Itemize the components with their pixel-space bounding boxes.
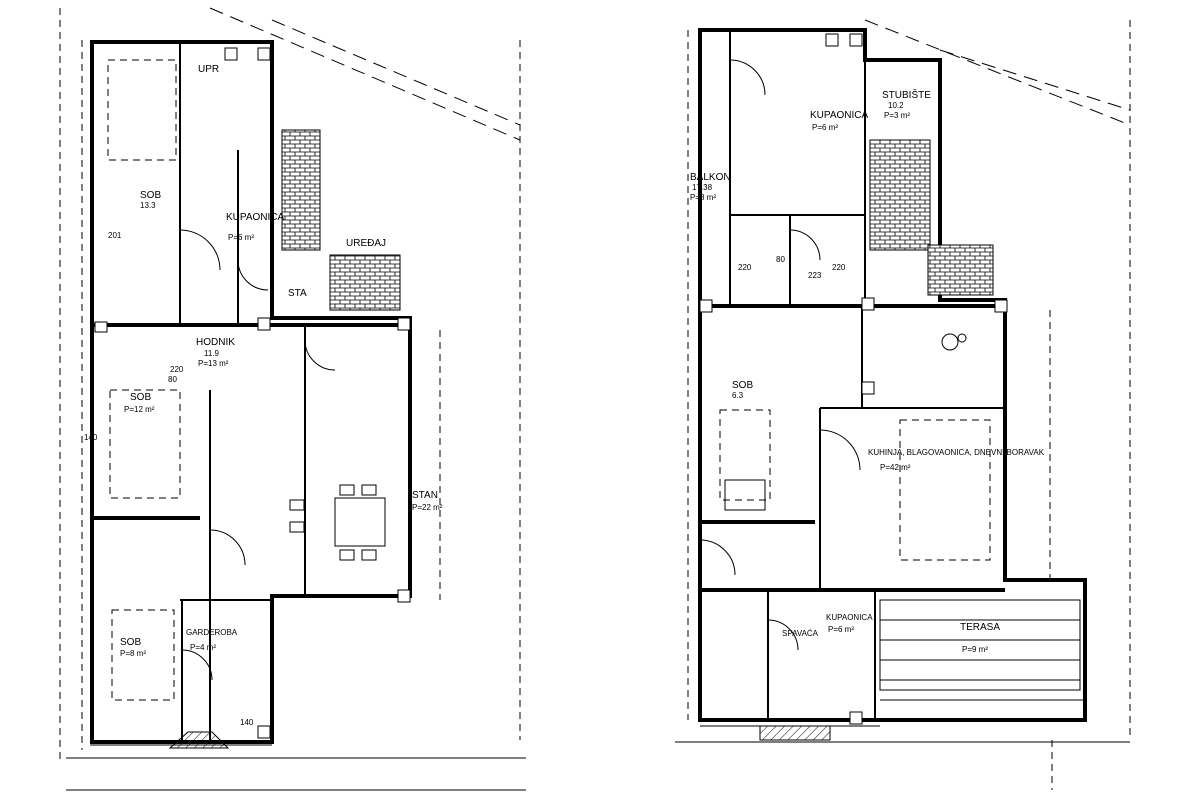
left-bed-top [107, 59, 177, 161]
left-bed-bot [111, 609, 175, 701]
left-label-sta: STA [288, 288, 307, 299]
right-area-kuhinja: P=42 m² [880, 463, 911, 472]
left-label-sob-bot: SOB [120, 637, 141, 648]
left-area-sob-top: 13.3 [140, 201, 156, 210]
left-area-stan: P=22 m² [412, 503, 443, 512]
right-area-kupaonica2: P=6 m² [828, 625, 854, 634]
left-dim-140b: 140 [240, 718, 254, 727]
right-outer-wall [698, 28, 1087, 722]
right-label-spavaca: SPAVAĆA [782, 629, 819, 638]
right-floor-bal: P=8 m² [690, 193, 716, 202]
left-entrance-hatch [168, 731, 230, 749]
right-label-terasa: TERASA [960, 622, 1000, 633]
right-terrace-grid [879, 599, 1085, 701]
right-label-stubiste: STUBIŠTE [882, 88, 931, 101]
left-floor-plan: UPR SOB 13.3 HODNIK 11.9 P=13 m² SOB P=1… [59, 7, 526, 791]
left-label-sob-mid: SOB [130, 392, 151, 403]
right-dim-223: 223 [808, 271, 822, 280]
right-floor-stubiste: P=3 m² [884, 111, 910, 120]
left-floor-hodnik: P=13 m² [198, 359, 229, 368]
right-area-bal: 17.38 [692, 183, 713, 192]
left-roof-projection [59, 7, 521, 760]
left-dining-table [289, 484, 386, 561]
left-stair-run [281, 129, 321, 251]
left-area-sob-mid: P=12 m² [124, 405, 155, 414]
right-stair-landing [927, 244, 994, 296]
right-stair-run [869, 139, 931, 251]
right-area-stubiste: 10.2 [888, 101, 904, 110]
right-living-furniture [719, 333, 991, 561]
left-dim-220: 220 [170, 365, 184, 374]
left-dim-201: 201 [108, 231, 122, 240]
left-label-uredaj: UREĐAJ [346, 238, 386, 249]
left-label-stan: STAN [412, 490, 438, 501]
right-roof-projection [687, 19, 1131, 790]
right-label-kupaonica: KUPAONICA [810, 110, 868, 121]
left-label-garderoba: GARDEROBA [186, 628, 238, 637]
right-label-bal: BALKON [690, 172, 731, 183]
left-stair-brick [329, 254, 401, 311]
right-area-terasa: P=9 m² [962, 645, 988, 654]
right-door-swings [699, 59, 861, 651]
left-area-kupaonica: P=6 m² [228, 233, 254, 242]
left-label-kupaonica: KUPAONICA [226, 212, 284, 223]
right-dim-220b: 220 [832, 263, 846, 272]
left-columns [94, 47, 411, 739]
left-area-hodnik: 11.9 [204, 349, 220, 358]
right-columns [699, 33, 1008, 725]
left-bed-mid [109, 389, 181, 499]
left-label-hodnik: HODNIK [196, 337, 235, 348]
right-dim-80: 80 [776, 255, 785, 264]
right-label-kupaonica2: KUPAONICA [826, 613, 873, 622]
left-label-sob-top: SOB [140, 190, 161, 201]
left-door-swings [179, 229, 336, 681]
right-area-kupaonica: P=6 m² [812, 123, 838, 132]
right-dim-220: 220 [738, 263, 752, 272]
right-label-kuhinja: KUHINJA, BLAGOVAONICA, DNEVNI BORAVAK [868, 448, 1045, 457]
right-floor-plan: KUPAONICA P=6 m² STUBIŠTE 10.2 P=3 m² BA… [675, 19, 1131, 790]
left-dim-80: 80 [168, 375, 177, 384]
right-label-sob: SOB [732, 380, 753, 391]
right-area-sob: 6.3 [732, 391, 744, 400]
right-entrance-hatch [759, 725, 831, 741]
left-area-sob-bot: P=8 m² [120, 649, 146, 658]
left-area-garderoba: P=4 m² [190, 643, 216, 652]
left-label-upr: UPR [198, 64, 219, 75]
left-dim-140: 140 [84, 433, 98, 442]
